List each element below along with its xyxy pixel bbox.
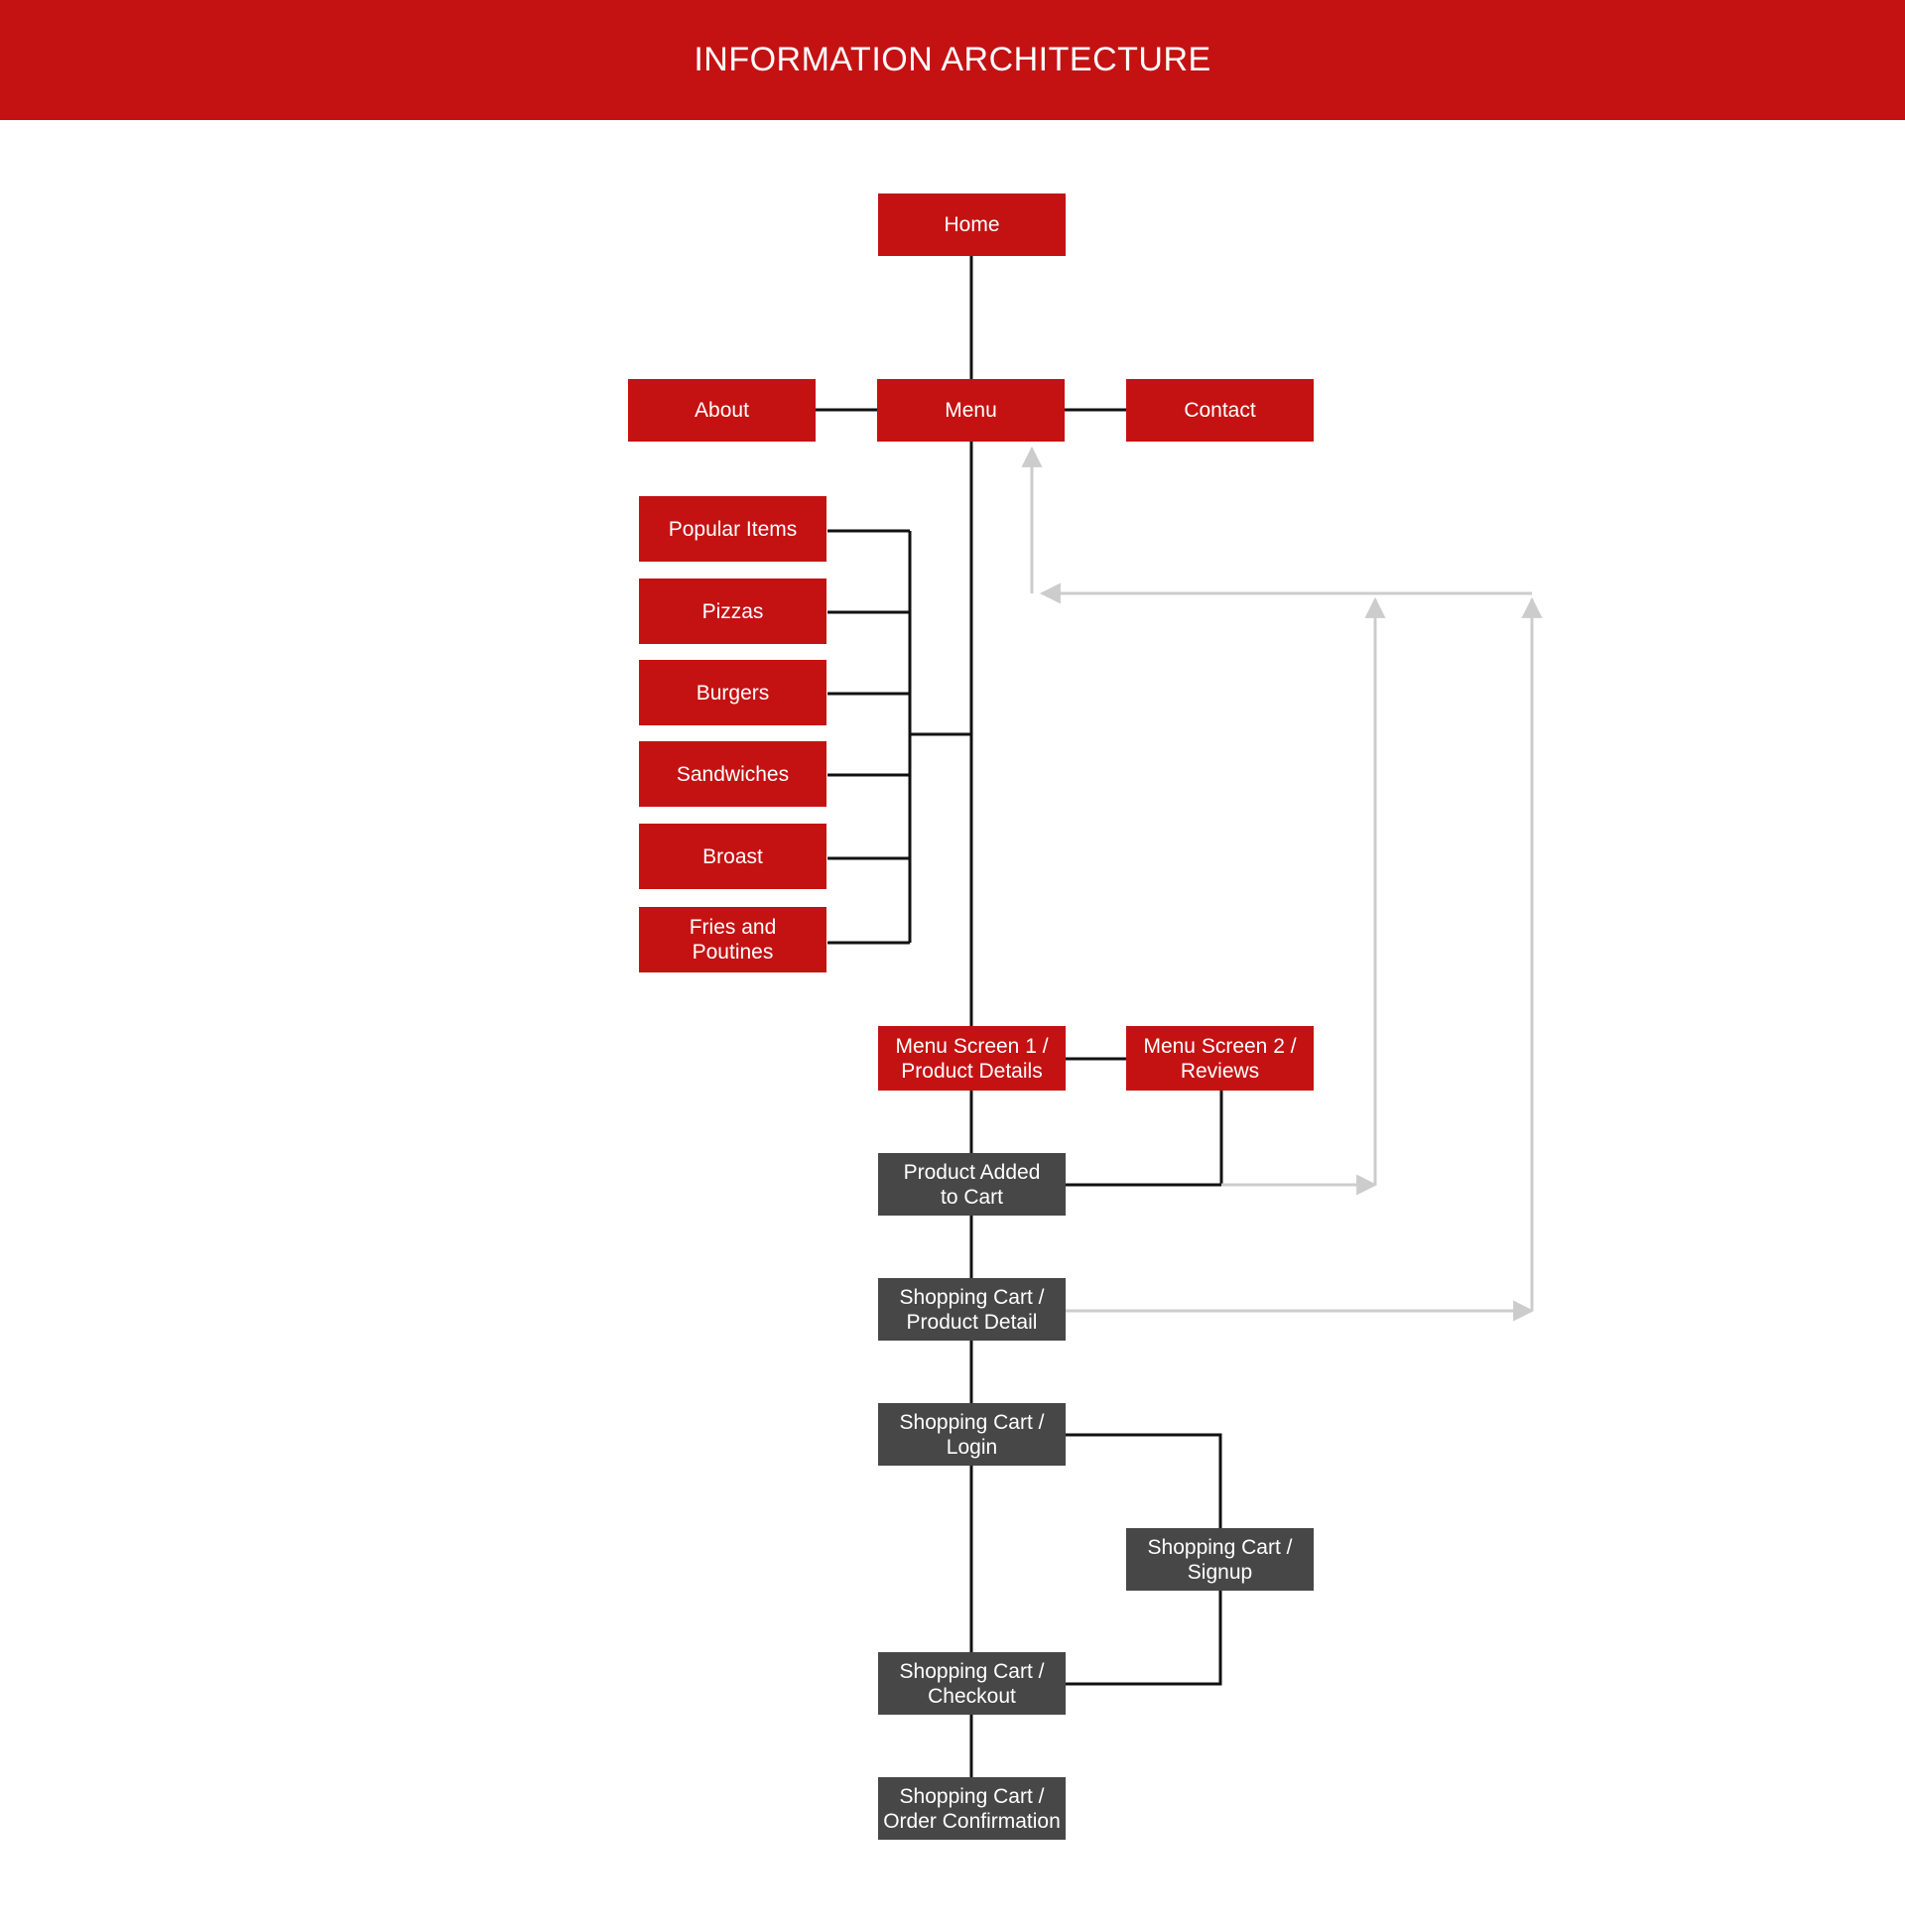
- node-contact[interactable]: Contact: [1126, 379, 1314, 442]
- node-home[interactable]: Home: [878, 193, 1066, 256]
- node-fries-and-poutines[interactable]: Fries and Poutines: [639, 907, 826, 972]
- header-bar: INFORMATION ARCHITECTURE: [0, 0, 1905, 120]
- connector-screen2-added: [1065, 1091, 1223, 1187]
- connector-login-signup: [1065, 1433, 1222, 1528]
- node-about[interactable]: About: [628, 379, 816, 442]
- back-navigation-arrows: [1021, 446, 1543, 1322]
- node-cart-login[interactable]: Shopping Cart / Login: [878, 1403, 1066, 1466]
- node-cart-checkout[interactable]: Shopping Cart / Checkout: [878, 1652, 1066, 1715]
- connector-signup-checkout: [1065, 1591, 1222, 1686]
- node-menu-screen-2[interactable]: Menu Screen 2 / Reviews: [1126, 1026, 1314, 1091]
- node-popular-items[interactable]: Popular Items: [639, 496, 826, 562]
- node-product-added[interactable]: Product Added to Cart: [878, 1153, 1066, 1216]
- page-title: INFORMATION ARCHITECTURE: [694, 41, 1211, 78]
- node-cart-order-confirmation[interactable]: Shopping Cart / Order Confirmation: [878, 1777, 1066, 1840]
- node-cart-product-detail[interactable]: Shopping Cart / Product Detail: [878, 1278, 1066, 1341]
- node-broast[interactable]: Broast: [639, 824, 826, 889]
- node-sandwiches[interactable]: Sandwiches: [639, 741, 826, 807]
- node-burgers[interactable]: Burgers: [639, 660, 826, 725]
- node-cart-signup[interactable]: Shopping Cart / Signup: [1126, 1528, 1314, 1591]
- node-menu[interactable]: Menu: [877, 379, 1065, 442]
- hierarchy-connectors: [816, 256, 1223, 1777]
- node-menu-screen-1[interactable]: Menu Screen 1 / Product Details: [878, 1026, 1066, 1091]
- node-pizzas[interactable]: Pizzas: [639, 579, 826, 644]
